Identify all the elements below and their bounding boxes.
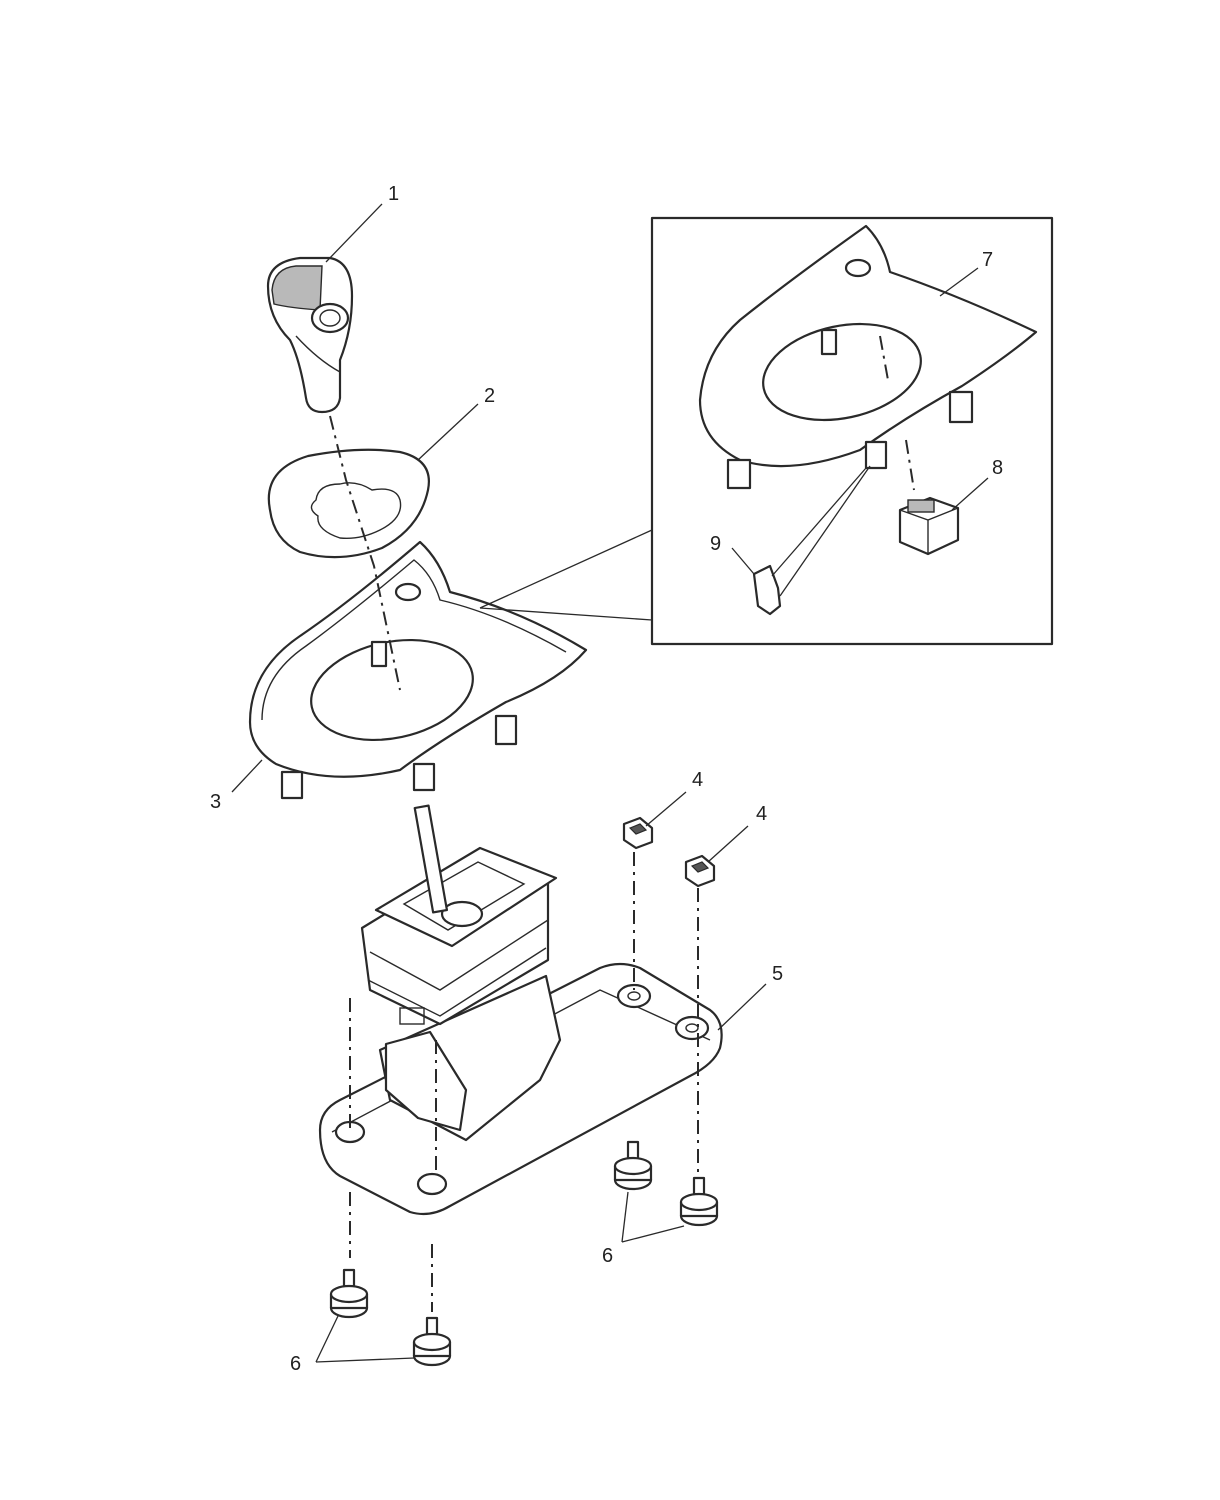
gear-knob xyxy=(266,256,354,414)
callout-3: 3 xyxy=(210,791,221,813)
callout-7: 7 xyxy=(982,249,993,271)
console-trim-panel xyxy=(248,540,588,800)
screw-4 xyxy=(412,1316,452,1367)
shifter-mechanism xyxy=(360,804,562,1142)
detail-inset xyxy=(479,216,1054,646)
leader-lines xyxy=(231,203,989,1363)
clip-nut-b xyxy=(684,854,716,888)
callout-4b: 4 xyxy=(756,803,767,825)
callout-2: 2 xyxy=(484,385,495,407)
callout-6b: 6 xyxy=(290,1353,301,1375)
callout-1: 1 xyxy=(388,183,399,205)
callout-8: 8 xyxy=(992,457,1003,479)
callout-9: 9 xyxy=(710,533,721,555)
callouts: 1 2 3 4 4 5 6 6 7 8 9 xyxy=(210,183,1003,1375)
screw-2 xyxy=(679,1176,719,1227)
callout-4a: 4 xyxy=(692,769,703,791)
callout-5: 5 xyxy=(772,963,783,985)
callout-6a: 6 xyxy=(602,1245,613,1267)
shift-bezel xyxy=(267,448,430,559)
assembly-axis-upper xyxy=(329,415,401,691)
screw-1 xyxy=(613,1140,653,1191)
screw-3 xyxy=(329,1268,369,1319)
clip-nut-a xyxy=(622,816,654,850)
